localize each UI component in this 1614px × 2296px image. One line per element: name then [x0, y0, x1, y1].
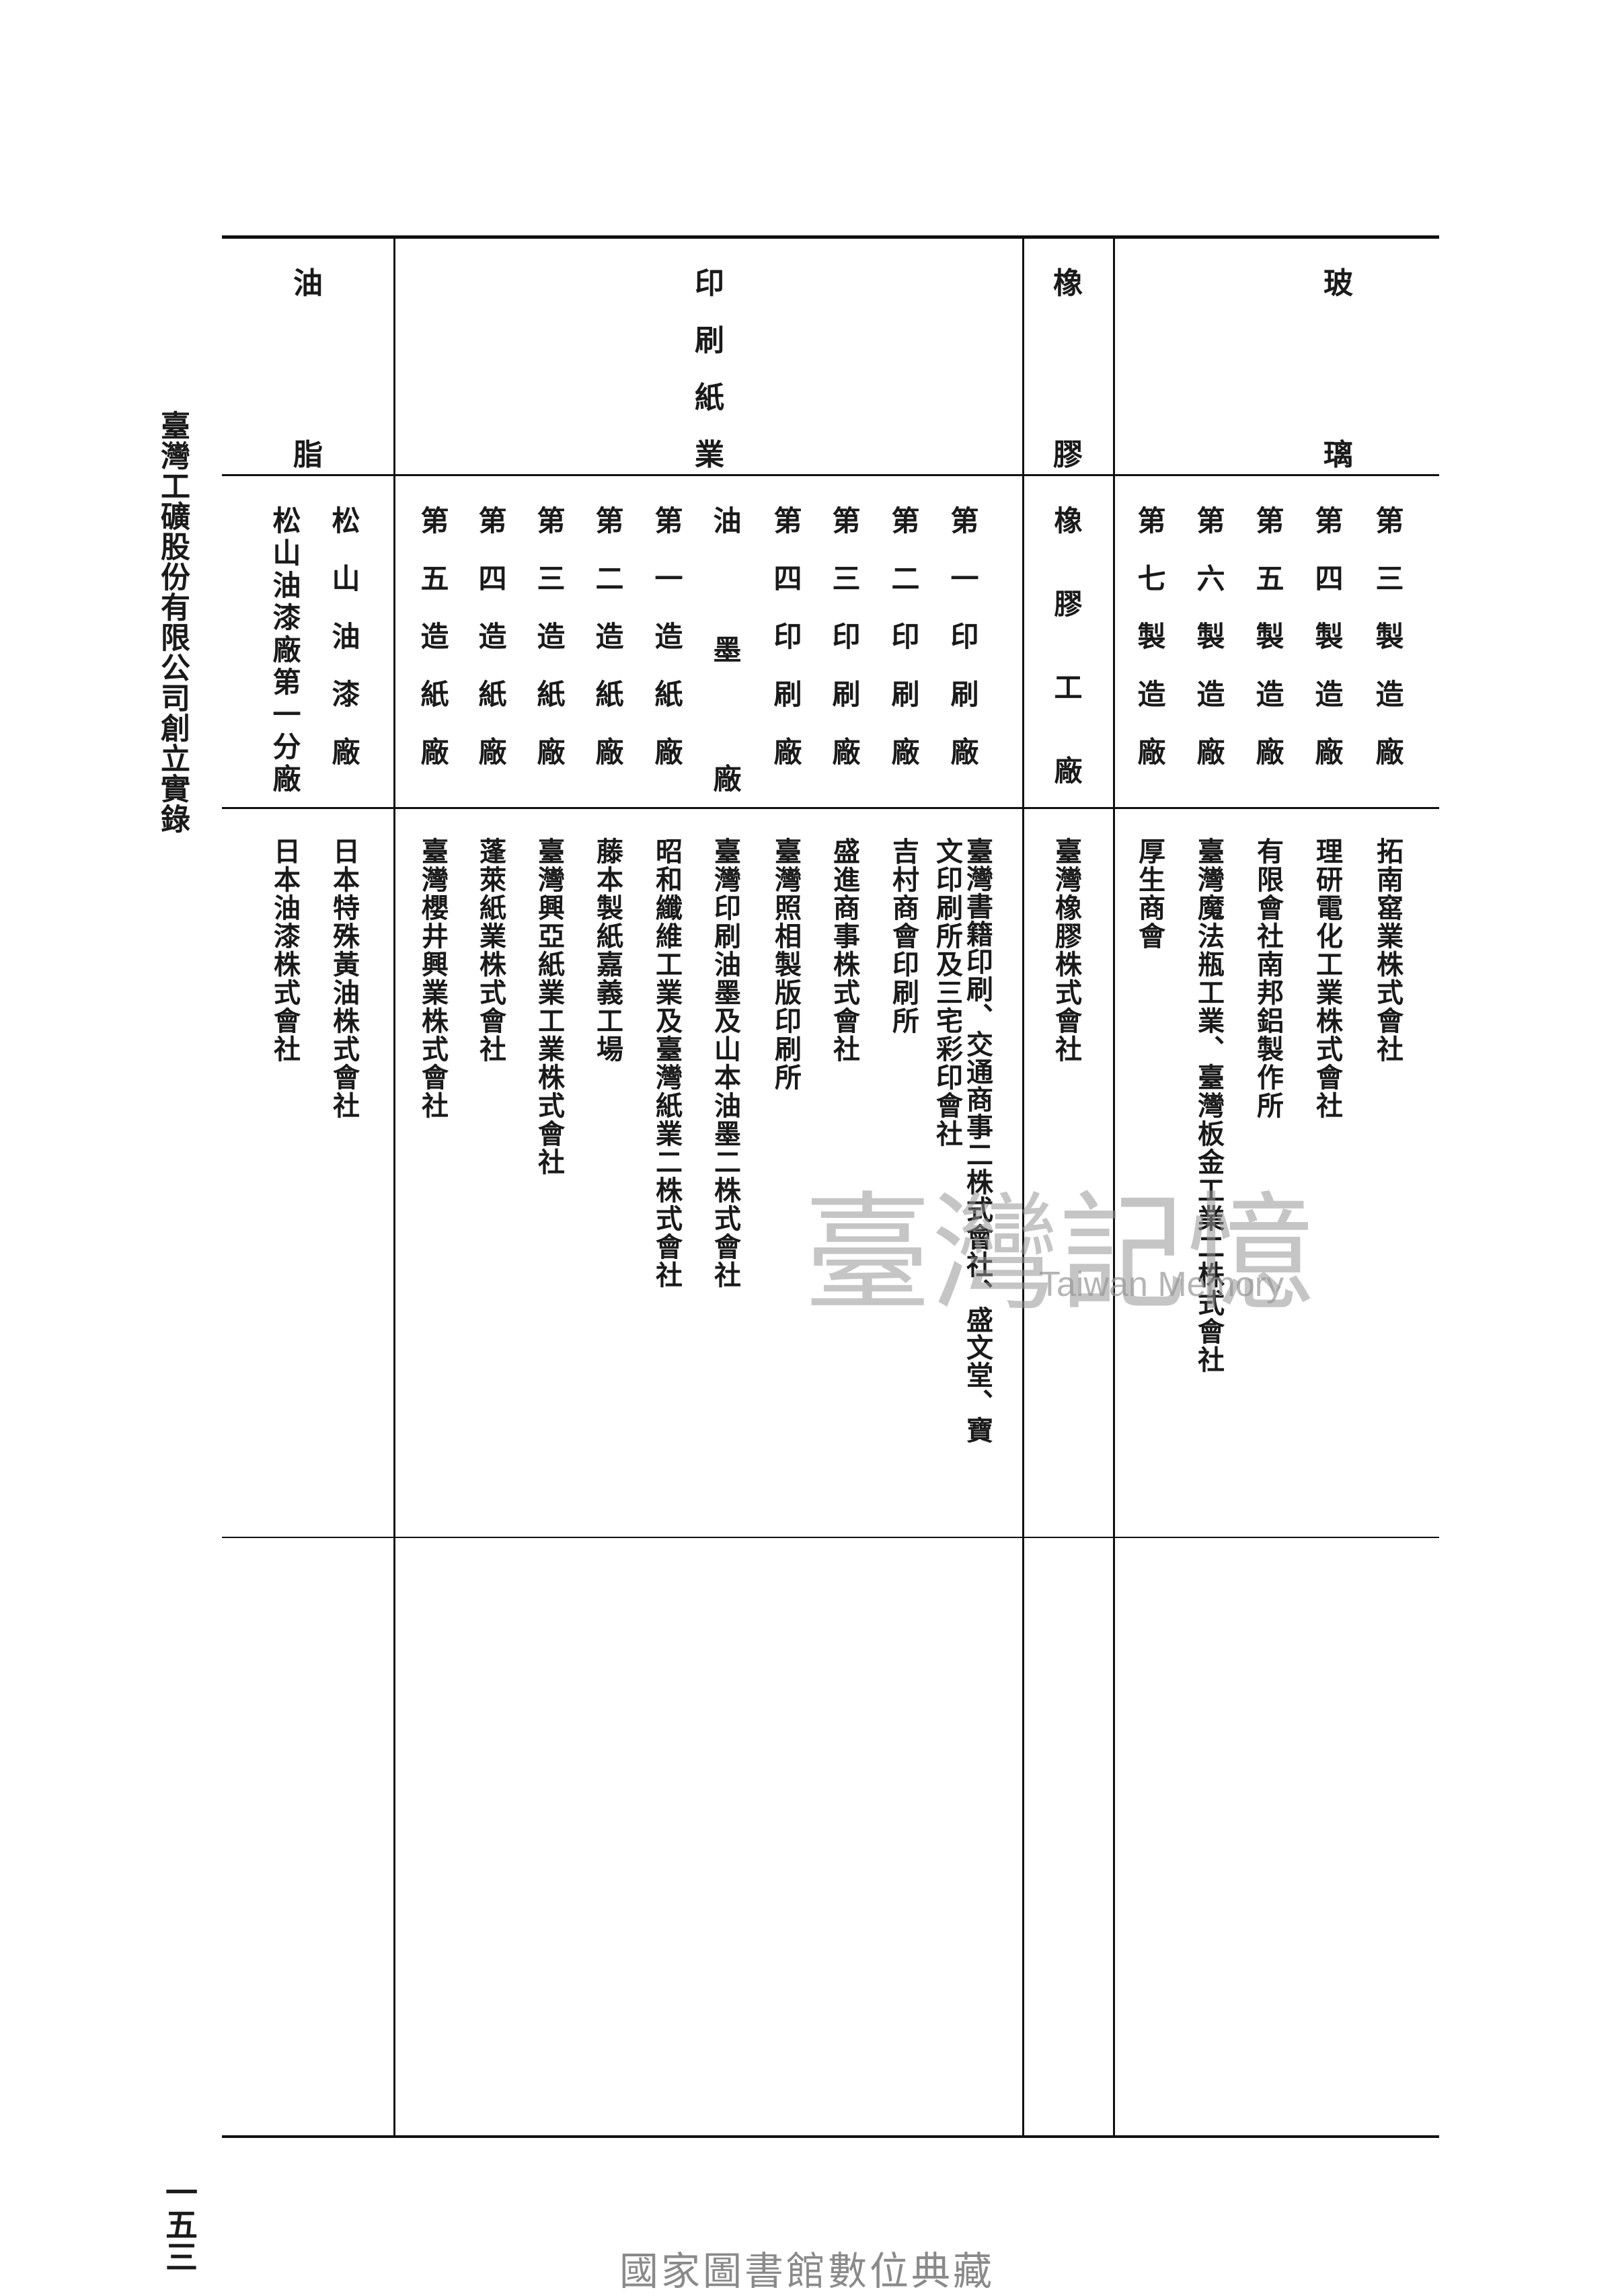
category-char: 脂 [293, 438, 323, 472]
watermark-chinese: 臺灣記憶 [804, 1180, 1315, 1328]
category-char: 油 [293, 266, 323, 301]
factory-name: 第一造紙廠 [650, 506, 683, 795]
factory-divider [222, 807, 1439, 809]
company-name: 臺灣照相製版印刷所 [770, 837, 802, 1092]
company-name: 臺灣印刷油墨及山本油墨二株式會社 [709, 837, 741, 1289]
factory-name: 油墨廠 [709, 506, 742, 893]
table-top-rule [222, 235, 1439, 239]
column-divider [1022, 239, 1024, 2135]
company-name: 厚生商會 [1134, 837, 1165, 950]
company-name: 有限會社南邦鋁製作所 [1252, 837, 1284, 1120]
company-name: 臺灣櫻井興業株式會社 [417, 837, 449, 1120]
archive-footer: 國家圖書館數位典藏 [619, 2248, 995, 2294]
factory-name: 第四製造廠 [1311, 506, 1344, 795]
factory-name: 第四印刷廠 [769, 506, 802, 795]
column-divider [1113, 239, 1115, 2135]
column-divider [393, 239, 395, 2135]
factory-name: 第六製造廠 [1192, 506, 1225, 795]
factory-name: 松山油漆廠第一分廠 [268, 506, 301, 796]
table-bottom-rule [222, 2135, 1439, 2138]
company-name: 昭和纖維工業及臺灣紙業二株式會社 [651, 837, 683, 1289]
factory-name: 第二造紙廠 [591, 506, 624, 795]
factory-name: 第三造紙廠 [533, 506, 566, 795]
category-char: 刷 [695, 323, 724, 358]
factory-name: 第五製造廠 [1252, 506, 1284, 795]
company-name: 日本特殊黃油株式會社 [328, 837, 360, 1120]
category-char: 業 [695, 438, 724, 472]
company-name: 臺灣興亞紙業工業株式會社 [533, 837, 565, 1176]
factory-name: 第三製造廠 [1371, 506, 1404, 795]
company-name-line-1: 臺灣書籍印刷、交通商事二株式會社、盛文堂、寶 [962, 837, 993, 1444]
running-title: 臺灣工礦股份有限公司創立實錄 [155, 410, 190, 834]
category-char: 玻 [1323, 266, 1353, 301]
factory-name: 第三印刷廠 [828, 506, 861, 795]
company-name-line-2: 文印刷所及三宅彩印會社 [931, 837, 963, 1148]
company-name: 理研電化工業株式會社 [1311, 837, 1343, 1120]
company-name: 蓬萊紙業株式會社 [475, 837, 506, 1063]
category-char: 紙 [695, 381, 724, 415]
header-divider [222, 474, 1439, 476]
category-char: 璃 [1323, 438, 1353, 472]
factory-name: 松山油漆廠 [328, 506, 360, 795]
category-char: 印 [695, 266, 724, 301]
company-name: 臺灣橡膠株式會社 [1050, 837, 1082, 1063]
factory-name: 第二印刷廠 [887, 506, 920, 795]
company-name: 臺灣魔法瓶工業、臺灣板金工業二株式會社 [1193, 837, 1225, 1374]
factory-name: 第四造紙廠 [474, 506, 507, 795]
page-number: 一五三 [159, 2176, 197, 2272]
company-name: 盛進商事株式會社 [829, 837, 860, 1063]
company-name: 拓南窰業株式會社 [1372, 837, 1404, 1063]
company-name: 藤本製紙嘉義工場 [592, 837, 623, 1063]
watermark-english: Taiwan Memory [1039, 1265, 1284, 1304]
factory-name: 第一印刷廠 [946, 506, 979, 795]
factory-name: 第五造紙廠 [416, 506, 449, 795]
company-name: 日本油漆株式會社 [269, 837, 301, 1063]
factory-name: 第七製造廠 [1133, 506, 1166, 795]
category-char: 膠 [1053, 438, 1083, 472]
category-char: 橡 [1053, 266, 1083, 301]
company-name: 吉村商會印刷所 [888, 837, 919, 1035]
factory-name: 橡膠工廠 [1050, 506, 1083, 839]
company-divider [222, 1537, 1439, 1538]
